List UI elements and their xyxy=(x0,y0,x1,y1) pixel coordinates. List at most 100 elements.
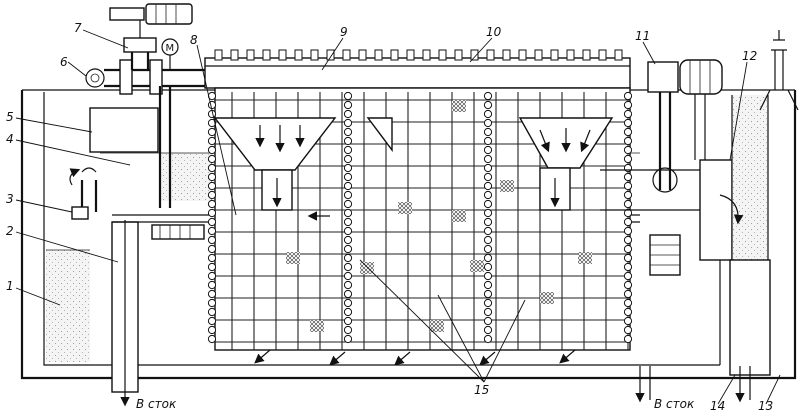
chain-link xyxy=(207,280,217,290)
chain-link xyxy=(483,289,493,299)
leader-lines xyxy=(15,29,781,405)
chain-link xyxy=(623,100,633,110)
top-rail xyxy=(204,49,631,89)
chain-link xyxy=(343,100,353,110)
chamber-5 xyxy=(89,107,159,153)
chain-link xyxy=(343,199,353,209)
mesh-patch xyxy=(360,262,374,274)
mesh-patch xyxy=(452,100,466,112)
chain-link xyxy=(623,226,633,236)
chain-link xyxy=(483,226,493,236)
label-15: 15 xyxy=(474,383,489,397)
rail-hook xyxy=(438,49,447,61)
chain-link xyxy=(343,163,353,173)
chain-link xyxy=(483,91,493,101)
mesh-patch xyxy=(310,320,324,332)
label-12: 12 xyxy=(742,49,757,63)
chain-link xyxy=(343,262,353,272)
deflector xyxy=(366,117,393,153)
chain-link xyxy=(343,181,353,191)
chain-link xyxy=(343,118,353,128)
mesh-patch xyxy=(398,202,412,214)
rail-hook xyxy=(518,49,527,61)
chain-link xyxy=(343,316,353,326)
chain-link xyxy=(623,145,633,155)
chain-link xyxy=(623,325,633,335)
rail-hook xyxy=(278,49,287,61)
column-14 xyxy=(729,259,771,376)
chain-link xyxy=(343,172,353,182)
mesh-patch xyxy=(430,320,444,332)
chain-link xyxy=(207,316,217,326)
label-7: 7 xyxy=(74,21,82,35)
chain-link xyxy=(623,307,633,317)
rail-hook xyxy=(566,49,575,61)
chain-link xyxy=(343,280,353,290)
chain-link xyxy=(623,154,633,164)
chain-link xyxy=(483,307,493,317)
chain-link xyxy=(207,172,217,182)
chain-link xyxy=(623,217,633,227)
chain-link xyxy=(343,298,353,308)
chain-link xyxy=(623,271,633,281)
rail-hook xyxy=(582,49,591,61)
chain-link xyxy=(483,262,493,272)
label-2: 2 xyxy=(6,224,14,238)
chain-link xyxy=(207,145,217,155)
chain-link xyxy=(343,208,353,218)
chain-link xyxy=(207,244,217,254)
chain-link xyxy=(207,307,217,317)
chain-link xyxy=(343,235,353,245)
chain-link xyxy=(483,298,493,308)
main-tank xyxy=(20,89,797,380)
rail-hook xyxy=(310,49,319,61)
label-11: 11 xyxy=(635,29,650,43)
chain-link xyxy=(623,316,633,326)
chain-link xyxy=(207,154,217,164)
chain-link xyxy=(207,136,217,146)
hopper-left xyxy=(213,117,337,211)
chain-link xyxy=(207,235,217,245)
rail-hook xyxy=(358,49,367,61)
chain-link xyxy=(483,181,493,191)
chain-link xyxy=(207,118,217,128)
chain-link xyxy=(343,154,353,164)
chain-link xyxy=(623,244,633,254)
mesh-patch xyxy=(578,252,592,264)
drive-11 xyxy=(647,59,723,276)
chain-link xyxy=(207,289,217,299)
chain-link xyxy=(483,100,493,110)
valve-7 xyxy=(123,37,157,53)
chain-link xyxy=(623,262,633,272)
flow-arrow xyxy=(479,351,496,366)
drain-left-label: В сток xyxy=(136,397,177,411)
rail-hook xyxy=(406,49,415,61)
chain-link xyxy=(343,91,353,101)
chain-link xyxy=(623,235,633,245)
chain-link xyxy=(207,226,217,236)
flow-arrow xyxy=(254,349,271,364)
chain-link xyxy=(623,289,633,299)
rail-hook xyxy=(246,49,255,61)
label-3: 3 xyxy=(6,192,14,206)
rail-hook xyxy=(342,49,351,61)
label-5: 5 xyxy=(6,110,14,124)
chain-link xyxy=(623,118,633,128)
chain-link xyxy=(343,127,353,137)
chain-link xyxy=(483,334,493,344)
chain-link xyxy=(483,145,493,155)
chain-link xyxy=(483,271,493,281)
chain-link xyxy=(483,109,493,119)
mesh-patch xyxy=(470,260,484,272)
label-14: 14 xyxy=(710,399,725,413)
chamber-12 xyxy=(699,159,733,261)
chain-link xyxy=(623,334,633,344)
rail-hook xyxy=(326,49,335,61)
chain-link xyxy=(343,325,353,335)
actuator-motor xyxy=(145,3,193,25)
label-10: 10 xyxy=(486,25,502,39)
flow-arrow xyxy=(329,351,346,366)
supply-pipe: M xyxy=(85,3,230,208)
water-left xyxy=(46,250,90,362)
chain-link xyxy=(207,127,217,137)
